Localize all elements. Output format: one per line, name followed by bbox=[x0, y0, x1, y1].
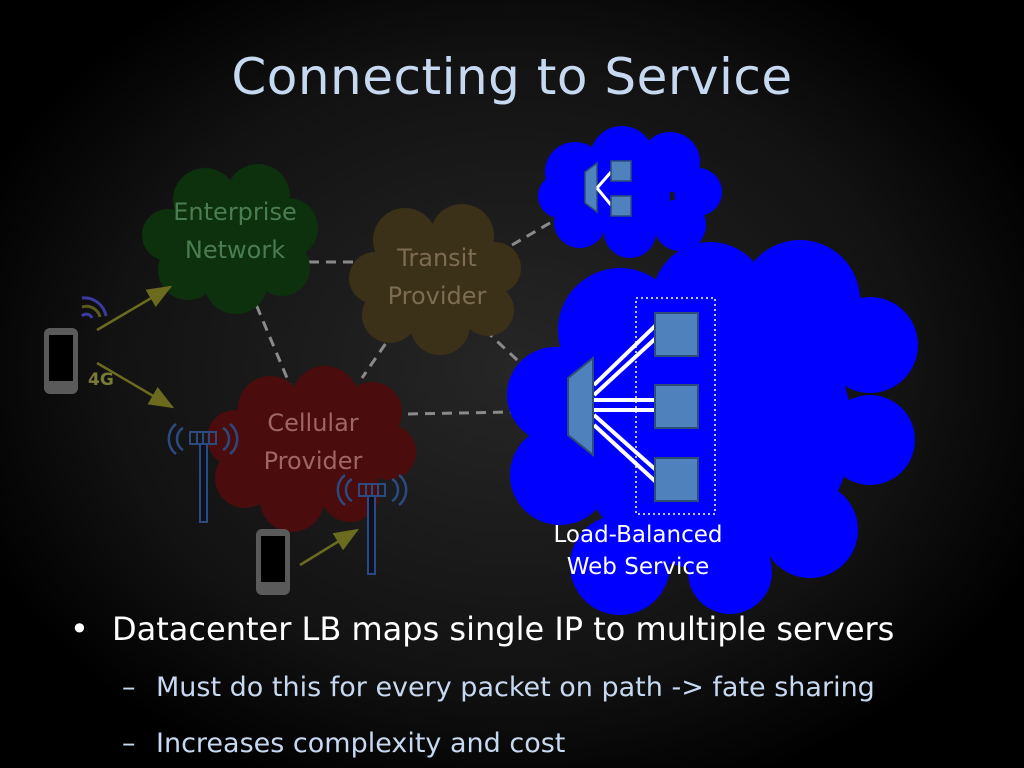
arrow-phone-to-cell-tower bbox=[96, 361, 175, 409]
link-cellular-lb-service bbox=[407, 410, 513, 416]
mobile-phone-icon bbox=[44, 328, 78, 394]
server-icon bbox=[654, 457, 699, 502]
label-line: Enterprise bbox=[173, 198, 297, 226]
sub-bullet-text: Must do this for every packet on path ->… bbox=[156, 672, 875, 703]
sub-bullet-marker: – bbox=[122, 672, 136, 703]
load-balancer-icon bbox=[567, 355, 594, 458]
enterprise-network-label: Enterprise Network bbox=[150, 193, 320, 269]
label-line: Web Service bbox=[566, 554, 710, 580]
server-icons bbox=[654, 312, 699, 502]
server-icon bbox=[654, 312, 699, 357]
server-cluster-box bbox=[635, 297, 716, 515]
load-balanced-service-cloud bbox=[507, 240, 918, 615]
sub-bullet-item: – Increases complexity and cost bbox=[70, 720, 894, 768]
4g-badge: 4G bbox=[88, 370, 114, 390]
mobile-phone-icon bbox=[256, 529, 290, 595]
label-line: Provider bbox=[263, 447, 363, 475]
bullet-list: • Datacenter LB maps single IP to multip… bbox=[70, 606, 894, 768]
link-transit-small-service bbox=[511, 218, 556, 247]
label-line: Load-Balanced bbox=[553, 522, 723, 548]
small-service-load-balancer-icon bbox=[584, 160, 632, 217]
transit-provider-label: Transit Provider bbox=[352, 239, 522, 315]
cell-tower-icon bbox=[336, 473, 408, 575]
label-line: Transit bbox=[397, 244, 477, 272]
wifi-signal-icon bbox=[80, 296, 108, 319]
label-line: Network bbox=[184, 236, 286, 264]
slide-title: Connecting to Service bbox=[231, 48, 793, 106]
server-icon bbox=[654, 384, 699, 429]
bullet-item: • Datacenter LB maps single IP to multip… bbox=[70, 606, 894, 656]
arrow-phone-to-cell-tower bbox=[299, 528, 360, 567]
load-balanced-service-label: Load-Balanced Web Service bbox=[540, 519, 736, 583]
bullet-marker: • bbox=[70, 610, 89, 648]
cellular-provider-cloud bbox=[207, 366, 416, 532]
bullet-text: Datacenter LB maps single IP to multiple… bbox=[112, 610, 895, 648]
enterprise-network-cloud bbox=[142, 164, 318, 314]
label-line: Cellular bbox=[267, 409, 359, 437]
sub-bullet-marker: – bbox=[122, 728, 136, 759]
cell-tower-icon bbox=[167, 422, 239, 523]
small-service-cloud bbox=[538, 126, 722, 258]
label-line: Provider bbox=[387, 282, 487, 310]
sub-bullet-item: – Must do this for every packet on path … bbox=[70, 664, 894, 712]
arrow-phone-to-enterprise bbox=[96, 285, 173, 332]
transit-provider-cloud bbox=[349, 204, 521, 355]
load-balancer-links bbox=[592, 323, 658, 484]
sub-bullet-text: Increases complexity and cost bbox=[156, 728, 566, 759]
cellular-provider-label: Cellular Provider bbox=[228, 404, 398, 480]
